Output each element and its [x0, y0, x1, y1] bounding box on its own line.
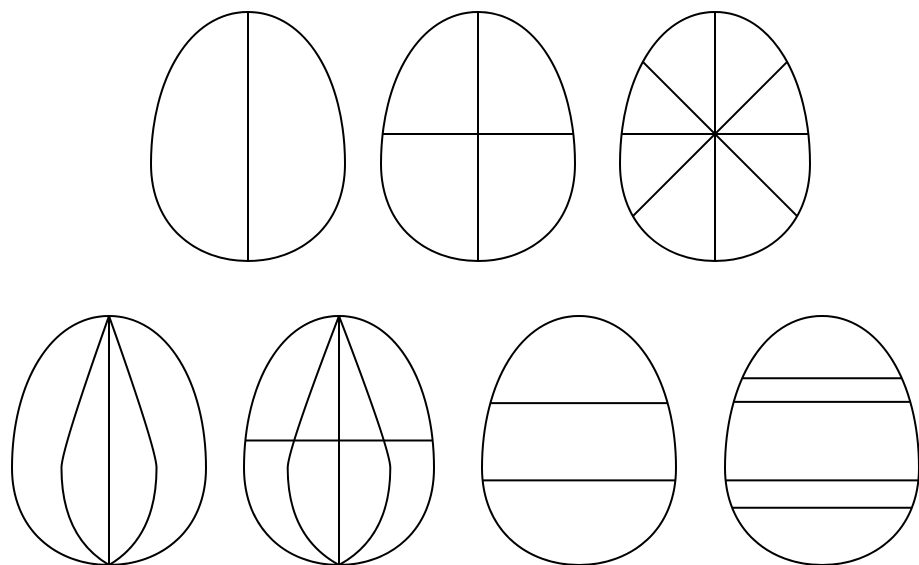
egg-division-diagram [0, 0, 919, 565]
